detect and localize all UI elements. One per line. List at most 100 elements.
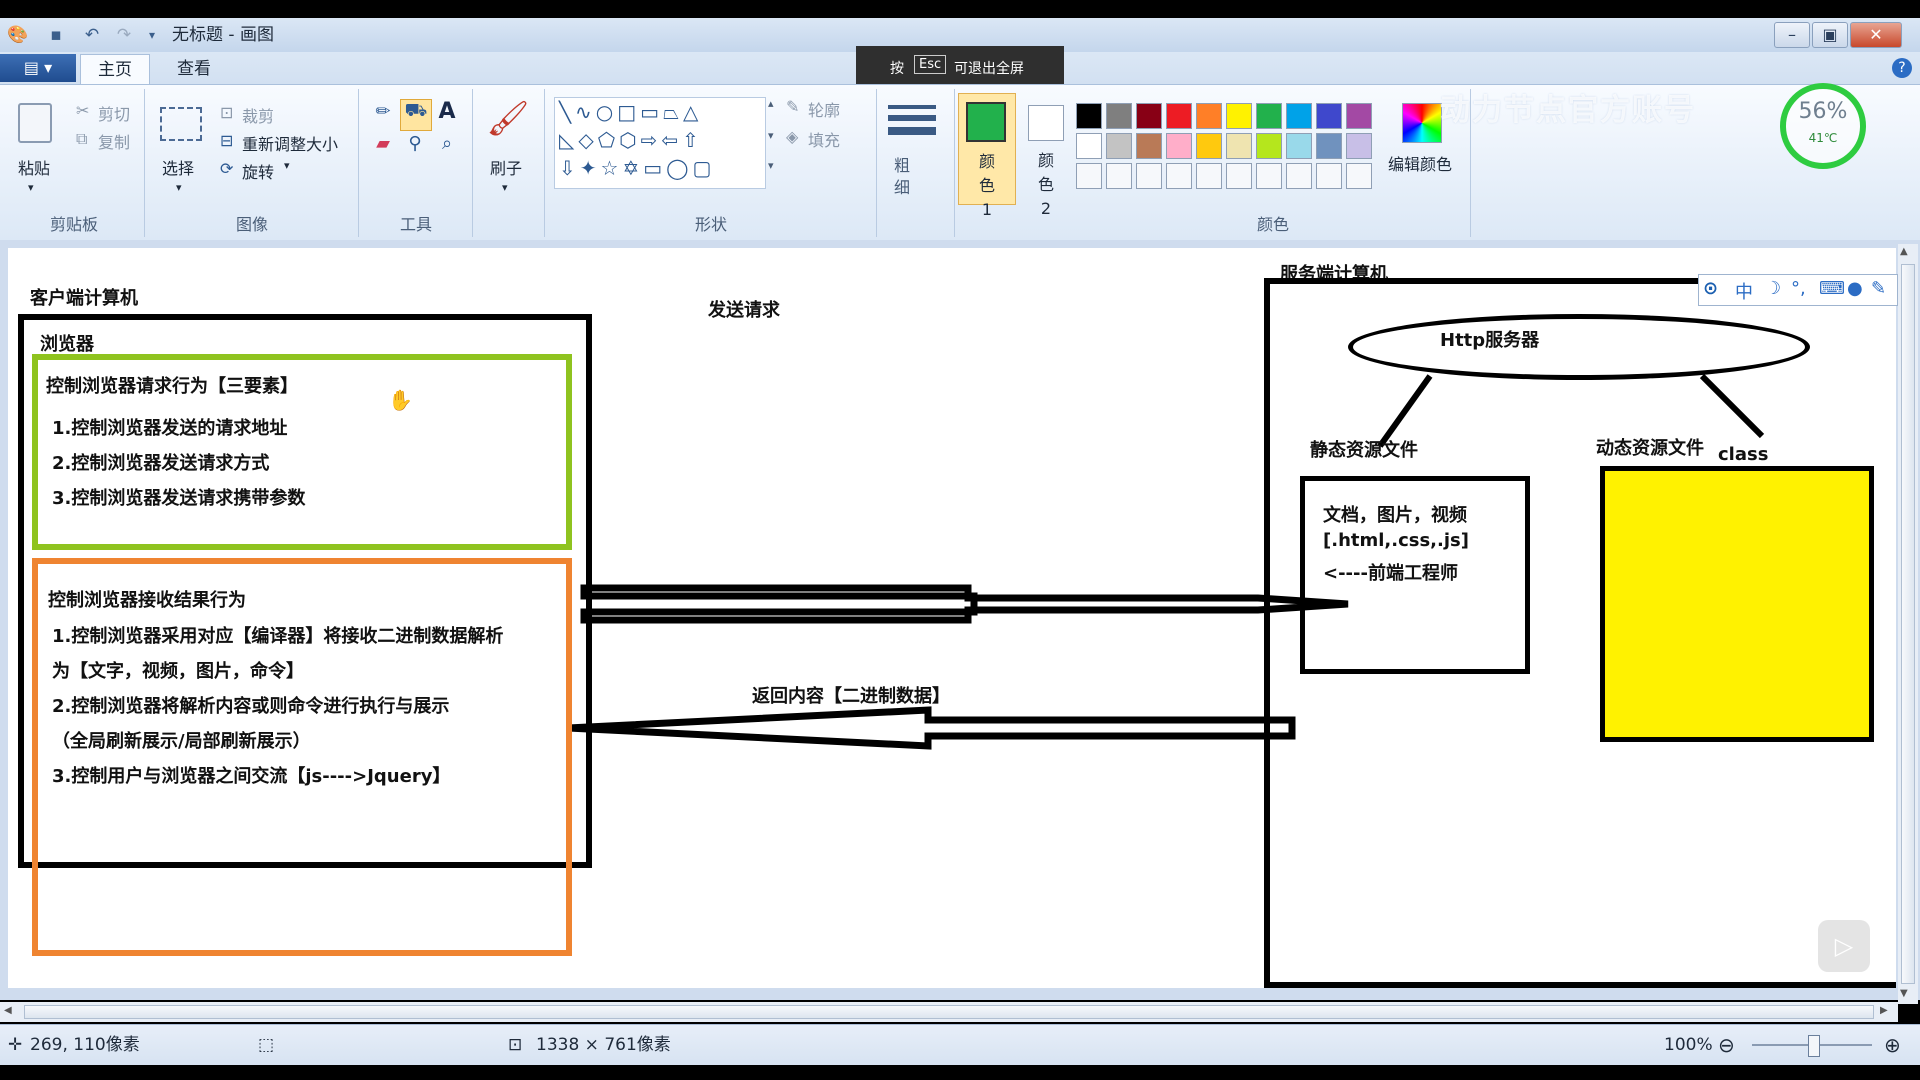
palette-swatch-row2-1[interactable]	[1076, 133, 1102, 159]
help-icon[interactable]: ?	[1892, 58, 1912, 78]
shapes-scroll-down-icon[interactable]: ▾	[768, 129, 774, 142]
response-item-5: 3.控制用户与浏览器之间交流【js---->Jquery】	[52, 766, 451, 787]
palette-swatch-row2-6[interactable]	[1226, 133, 1252, 159]
palette-swatch-row1-10[interactable]	[1346, 103, 1372, 129]
scroll-left-icon[interactable]: ◀	[4, 1005, 12, 1016]
palette-swatch-custom-3[interactable]	[1136, 163, 1162, 189]
palette-swatch-custom-7[interactable]	[1256, 163, 1282, 189]
brushes-button[interactable]: 刷子	[490, 159, 523, 178]
horizontal-scroll-thumb[interactable]	[24, 1005, 1874, 1019]
diagram-drawing	[567, 373, 1765, 750]
maximize-button[interactable]: ▣	[1812, 22, 1848, 48]
vertical-scroll-thumb[interactable]	[1901, 264, 1915, 984]
palette-swatch-row2-10[interactable]	[1346, 133, 1372, 159]
palette-swatch-row1-9[interactable]	[1316, 103, 1342, 129]
palette-swatch-custom-8[interactable]	[1286, 163, 1312, 189]
palette-swatch-row2-9[interactable]	[1316, 133, 1342, 159]
group-tools: ✏ ⛟ A ▰ ⚲ ⌕ 工具	[360, 89, 473, 237]
undo-icon[interactable]: ↶	[84, 25, 100, 45]
palette-swatch-custom-4[interactable]	[1166, 163, 1192, 189]
palette-swatch-row2-2[interactable]	[1106, 133, 1132, 159]
brushes-dropdown-icon[interactable]: ▾	[502, 181, 508, 194]
palette-swatch-custom-5[interactable]	[1196, 163, 1222, 189]
cut-button[interactable]: 剪切	[98, 105, 131, 124]
select-dropdown-icon[interactable]: ▾	[176, 181, 182, 194]
color-picker-icon[interactable]: ⚲	[408, 133, 422, 154]
color2-button[interactable]: 颜色 2	[1018, 93, 1074, 218]
shapes-expand-icon[interactable]: ▾	[768, 159, 774, 172]
palette-swatch-row1-5[interactable]	[1196, 103, 1222, 129]
palette-swatch-row1-6[interactable]	[1226, 103, 1252, 129]
palette-swatch-row1-4[interactable]	[1166, 103, 1192, 129]
palette-swatch-row2-4[interactable]	[1166, 133, 1192, 159]
paste-dropdown-icon[interactable]: ▾	[28, 181, 34, 194]
ime-toolbar[interactable]: ⊙ 中 ☽ °, ⌨ ● ✎	[1698, 274, 1898, 306]
ime-keyboard-icon[interactable]: ⌨	[1819, 278, 1845, 299]
rotate-button[interactable]: 旋转	[242, 163, 275, 182]
palette-swatch-row1-3[interactable]	[1136, 103, 1162, 129]
paste-button[interactable]: 粘贴	[18, 159, 51, 178]
minimize-button[interactable]: –	[1774, 22, 1810, 48]
group-label-clipboard: 剪贴板	[49, 215, 98, 234]
mouse-cursor-icon: ✋	[388, 388, 413, 412]
zoom-in-button[interactable]: ⊕	[1884, 1033, 1901, 1057]
shapes-gallery[interactable]: ╲∿○□▭⏢△◺◇⬠⬡⇨⇦⇧⇩✦☆✡▭◯▢	[554, 97, 766, 189]
brush-icon: 🖌	[486, 99, 530, 139]
play-overlay-icon[interactable]: ▷	[1818, 920, 1870, 972]
zoom-out-button[interactable]: ⊖	[1718, 1033, 1735, 1057]
paint-app-icon[interactable]: 🎨	[7, 25, 29, 45]
horizontal-scrollbar[interactable]: ◀ ▶	[0, 1002, 1898, 1022]
tab-view[interactable]: 查看	[177, 59, 211, 79]
palette-swatch-row1-2[interactable]	[1106, 103, 1132, 129]
text-tool-icon[interactable]: A	[438, 99, 456, 124]
request-title: 控制浏览器请求行为【三要素】	[46, 376, 298, 397]
group-label-image: 图像	[235, 215, 268, 234]
file-menu-button[interactable]: ▤ ▾	[0, 54, 76, 82]
magnifier-icon[interactable]: ⌕	[441, 133, 453, 154]
scroll-up-icon[interactable]: ▲	[1900, 246, 1908, 257]
zoom-slider-thumb[interactable]	[1808, 1035, 1820, 1057]
group-image: 选择 ▾ ⊡ 裁剪 ⊟ 重新调整大小 ⟳ 旋转 ▾ 图像	[146, 89, 359, 237]
palette-swatch-row2-7[interactable]	[1256, 133, 1282, 159]
palette-swatch-row1-8[interactable]	[1286, 103, 1312, 129]
color1-button[interactable]: 颜色 1	[958, 93, 1016, 219]
vertical-scrollbar[interactable]: ▲ ▼	[1898, 244, 1918, 1004]
pencil-icon[interactable]: ✏	[375, 101, 391, 122]
ime-moon-icon[interactable]: ☽	[1765, 278, 1782, 299]
palette-swatch-row1-1[interactable]	[1076, 103, 1102, 129]
palette-swatch-custom-9[interactable]	[1316, 163, 1342, 189]
size-button[interactable]: 粗细	[894, 156, 911, 197]
rotate-dropdown-icon[interactable]: ▾	[284, 159, 290, 172]
save-icon[interactable]: ▪	[50, 25, 62, 45]
crop-button[interactable]: 裁剪	[242, 107, 275, 126]
scroll-right-icon[interactable]: ▶	[1880, 1005, 1888, 1016]
ime-user-icon[interactable]: ●	[1847, 278, 1863, 299]
shapes-scroll-up-icon[interactable]: ▴	[768, 97, 774, 110]
fill-button[interactable]: 填充	[808, 131, 841, 150]
outline-icon: ✎	[786, 97, 800, 116]
select-button[interactable]: 选择	[162, 159, 195, 178]
resize-button[interactable]: 重新调整大小	[242, 135, 339, 154]
copy-button[interactable]: 复制	[98, 133, 131, 152]
edit-colors-button[interactable]: 编辑颜色	[1388, 155, 1453, 174]
ime-settings-icon[interactable]: ✎	[1871, 278, 1887, 299]
palette-swatch-row1-7[interactable]	[1256, 103, 1282, 129]
redo-icon[interactable]: ↷	[116, 25, 132, 45]
palette-swatch-row2-5[interactable]	[1196, 133, 1222, 159]
ime-punct-icon[interactable]: °,	[1791, 278, 1806, 299]
palette-swatch-custom-10[interactable]	[1346, 163, 1372, 189]
palette-swatch-custom-1[interactable]	[1076, 163, 1102, 189]
quick-access-dropdown-icon[interactable]: ▾	[148, 28, 156, 42]
outline-button[interactable]: 轮廓	[808, 101, 841, 120]
close-button[interactable]: ✕	[1850, 22, 1902, 48]
scroll-down-icon[interactable]: ▼	[1900, 988, 1908, 999]
drawing-canvas[interactable]: 客户端计算机 浏览器 控制浏览器请求行为【三要素】 1.控制浏览器发送的请求地址…	[8, 248, 1898, 988]
palette-swatch-custom-6[interactable]	[1226, 163, 1252, 189]
tab-home[interactable]: 主页	[80, 54, 150, 85]
palette-swatch-row2-3[interactable]	[1136, 133, 1162, 159]
eraser-icon[interactable]: ▰	[376, 133, 390, 154]
ime-lang-button[interactable]: 中	[1735, 282, 1753, 303]
fill-bucket-icon[interactable]: ⛟	[400, 99, 432, 131]
palette-swatch-row2-8[interactable]	[1286, 133, 1312, 159]
palette-swatch-custom-2[interactable]	[1106, 163, 1132, 189]
